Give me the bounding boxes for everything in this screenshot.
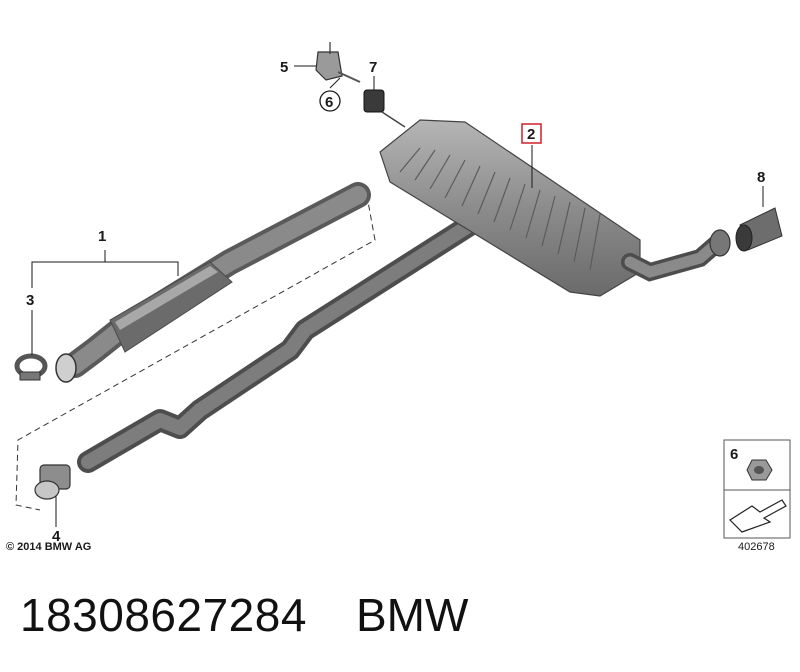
callout-5: 5: [280, 59, 288, 76]
tailpipe-8[interactable]: [735, 207, 783, 252]
callout-6: 6: [325, 94, 333, 111]
legend-number: 6: [730, 446, 738, 463]
callout-6-circle: [319, 90, 341, 112]
callout-4: 4: [52, 528, 61, 545]
diagram-reference-number: 402678: [738, 541, 775, 553]
clamp-4[interactable]: [34, 464, 71, 500]
nut-icon: [746, 459, 773, 481]
leader-lines: [31, 65, 764, 527]
callout-3: 3: [26, 292, 34, 309]
callout-8: 8: [757, 169, 765, 186]
rear-silencer[interactable]: [77, 119, 731, 473]
part-number: 18308627284: [20, 589, 307, 641]
actuator-7[interactable]: [363, 89, 406, 128]
brand-name: BMW: [356, 589, 469, 641]
clamp-3[interactable]: [14, 353, 48, 381]
dashed-outline: [15, 184, 376, 511]
callout-2: 2: [527, 126, 535, 143]
direction-arrow-icon: [729, 499, 787, 533]
sensor-holder-5[interactable]: [315, 42, 361, 83]
legend-box: 6: [723, 439, 791, 539]
copyright-text: © 2014 BMW AG: [6, 541, 92, 553]
callout-7: 7: [369, 59, 377, 76]
callout-1: 1: [98, 228, 106, 245]
front-pipe-with-silencer[interactable]: [55, 182, 371, 383]
callout-2-highlight: [521, 123, 542, 144]
